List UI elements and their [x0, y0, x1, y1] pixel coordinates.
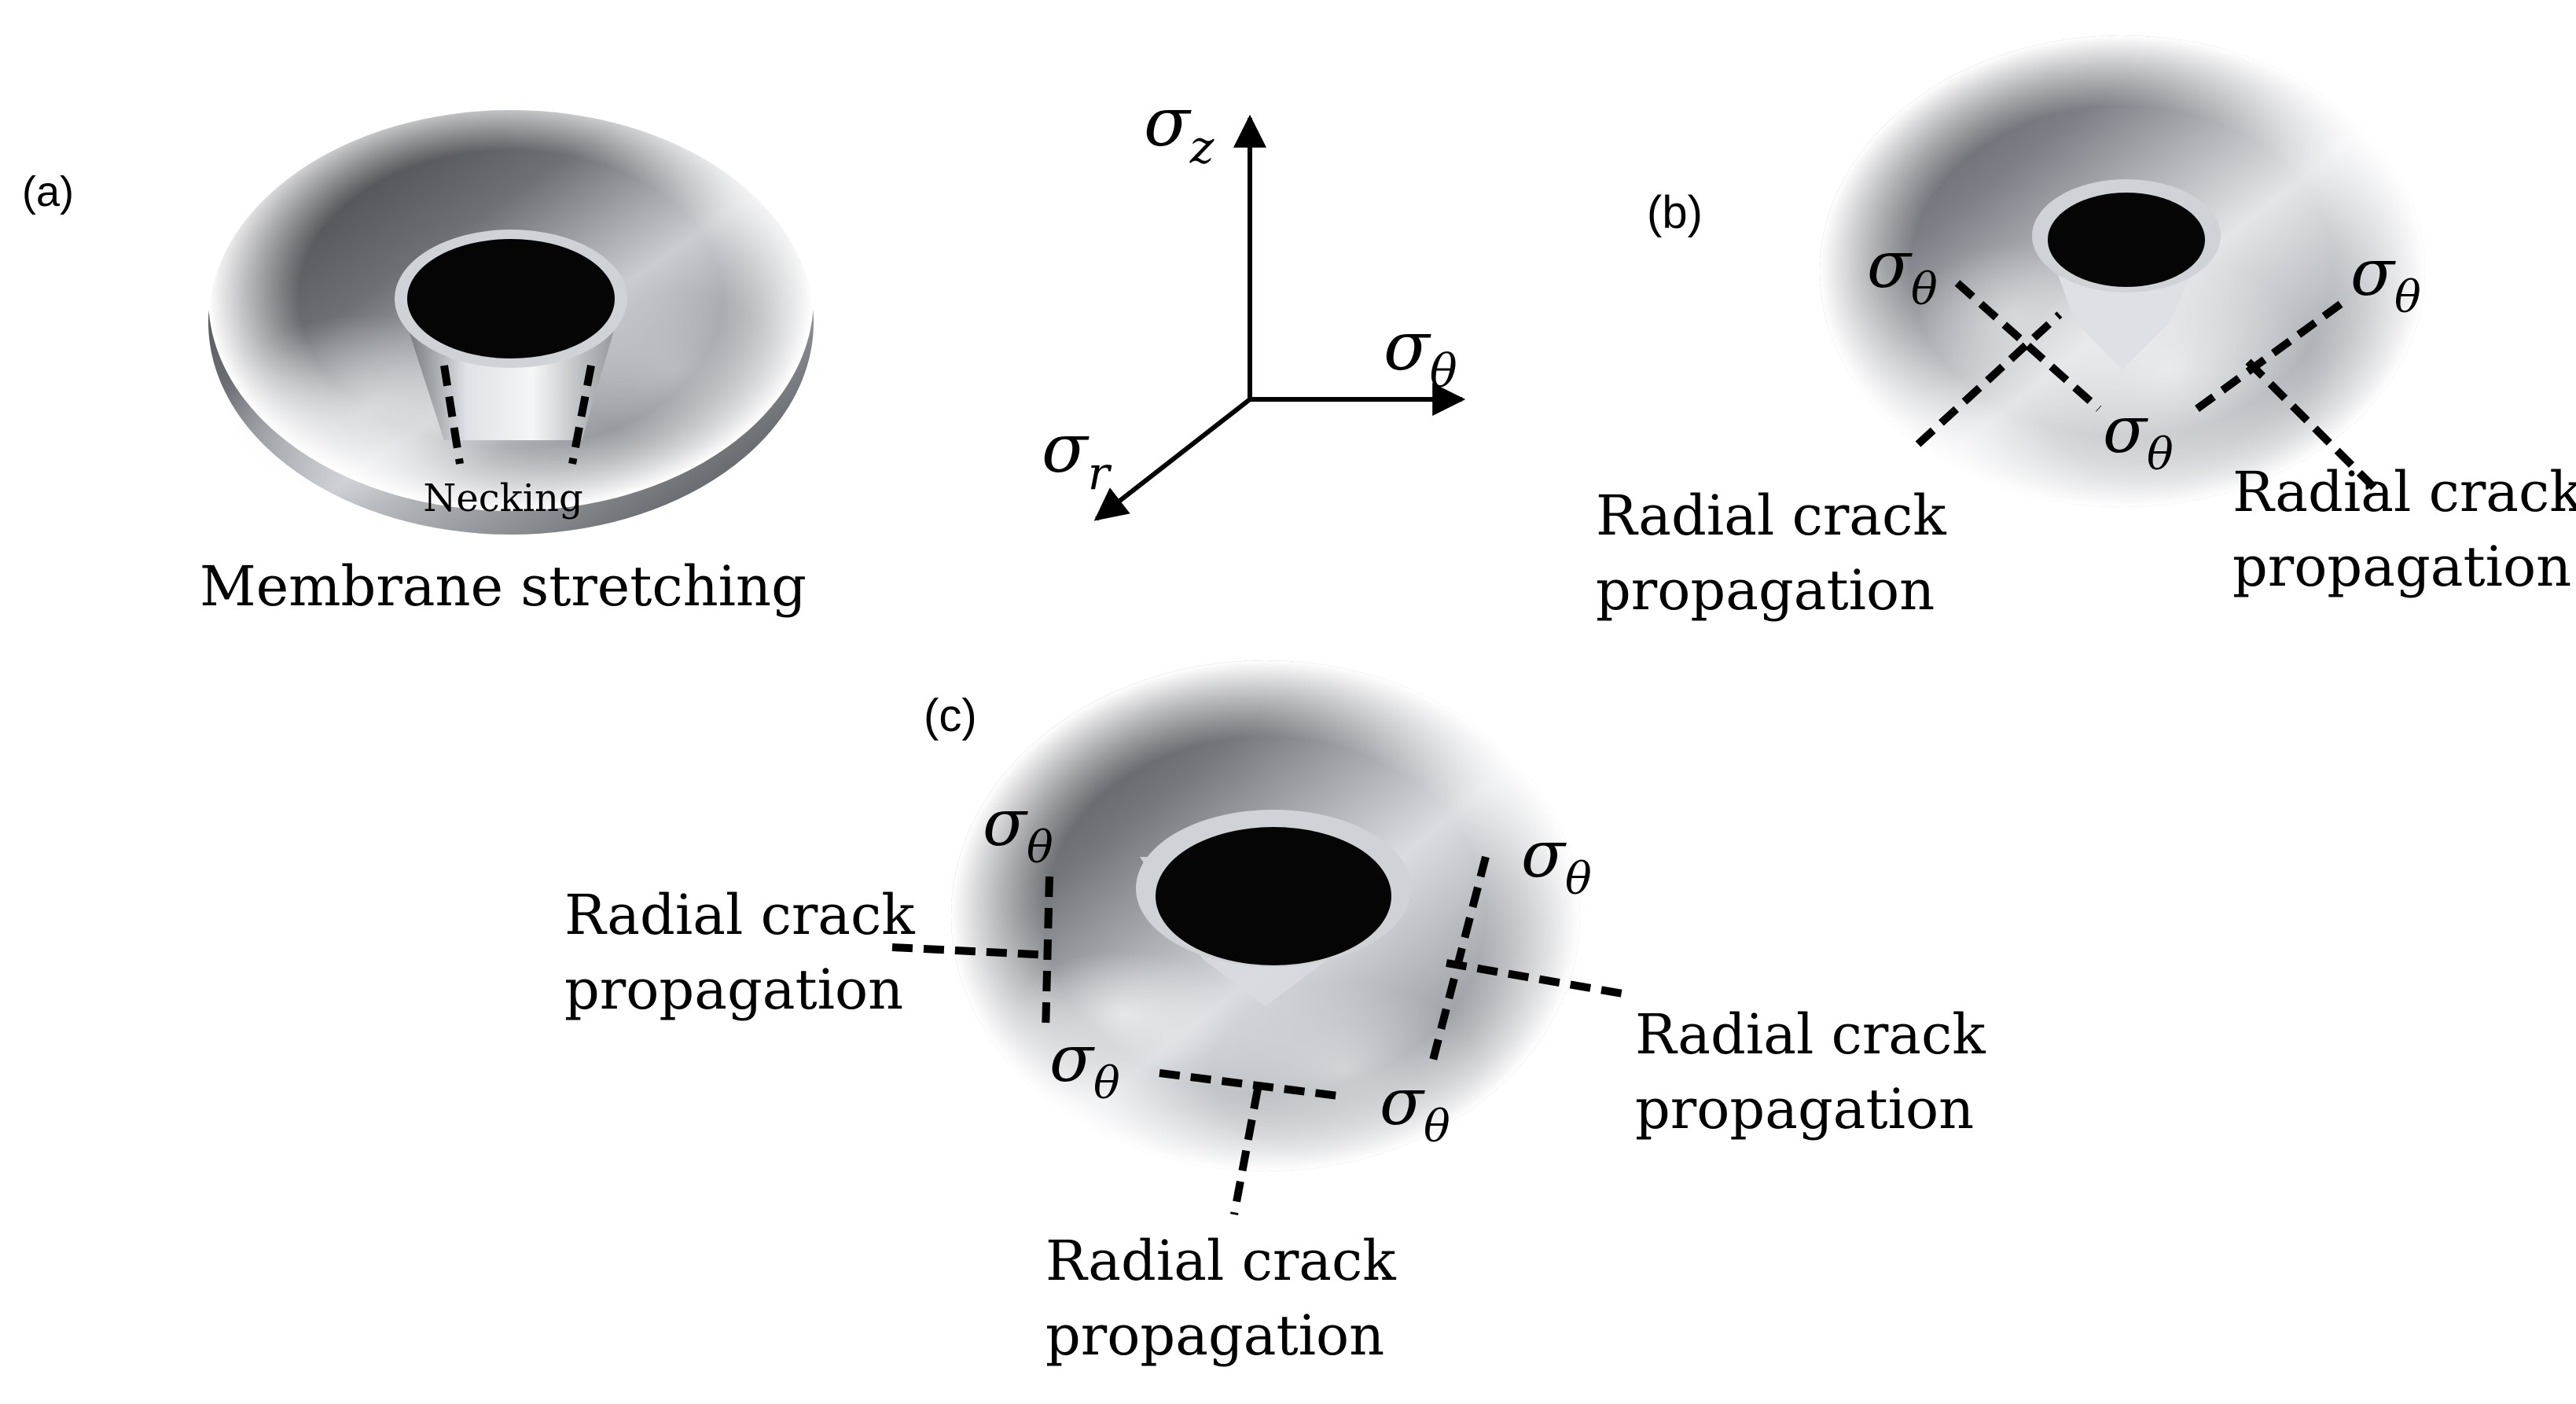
sigma-z-label: σz: [1144, 83, 1215, 174]
panel-c-crack-dashes: [891, 855, 1628, 1215]
sigma-r-label: σr: [1042, 410, 1112, 500]
panel-c: (c) σθ σθ σθ σθ Radial crack propagation…: [564, 660, 2003, 1368]
panel-b: (b) σθ σθ σθ Radial crack propagation Ra…: [1596, 35, 2576, 623]
panel-b-crack-label-right: Radial crack propagation: [2232, 460, 2576, 599]
panel-c-sigma-theta-2: σθ: [1521, 818, 1592, 905]
panel-c-sigma-theta-4: σθ: [1380, 1065, 1450, 1152]
panel-c-crack-label-left: Radial crack propagation: [564, 883, 932, 1022]
panel-b-sigma-theta-1: σθ: [1867, 228, 1938, 315]
stress-axes: σz σθ σr: [1042, 83, 1466, 521]
panel-c-sigma-theta-1: σθ: [983, 786, 1053, 873]
necking-label: Necking: [423, 476, 582, 520]
panel-a-photo: [208, 86, 814, 535]
panel-b-sigma-theta-3: σθ: [2103, 393, 2174, 480]
sigma-theta-label: σθ: [1384, 307, 1457, 398]
panel-b-crack-dashes: [1915, 280, 2377, 491]
panel-b-crack-label-left: Radial crack propagation: [1596, 483, 1964, 623]
panel-c-crack-label-right: Radial crack propagation: [1635, 1002, 2003, 1141]
panel-c-label: (c): [924, 690, 977, 741]
panel-b-sigma-theta-2: σθ: [2350, 236, 2421, 323]
panel-b-label: (b): [1647, 187, 1703, 238]
r-axis: [1093, 397, 1251, 521]
membrane-stretching-caption: Membrane stretching: [200, 554, 807, 619]
necking-dashes: [440, 365, 595, 465]
panel-c-crack-label-bottom: Radial crack propagation: [1045, 1229, 1413, 1368]
panel-a-label: (a): [22, 168, 74, 215]
panel-c-sigma-theta-3: σθ: [1049, 1022, 1120, 1109]
panel-c-photo: [951, 660, 1580, 1171]
panel-a: (a) Necking Membrane stretching: [22, 86, 814, 619]
